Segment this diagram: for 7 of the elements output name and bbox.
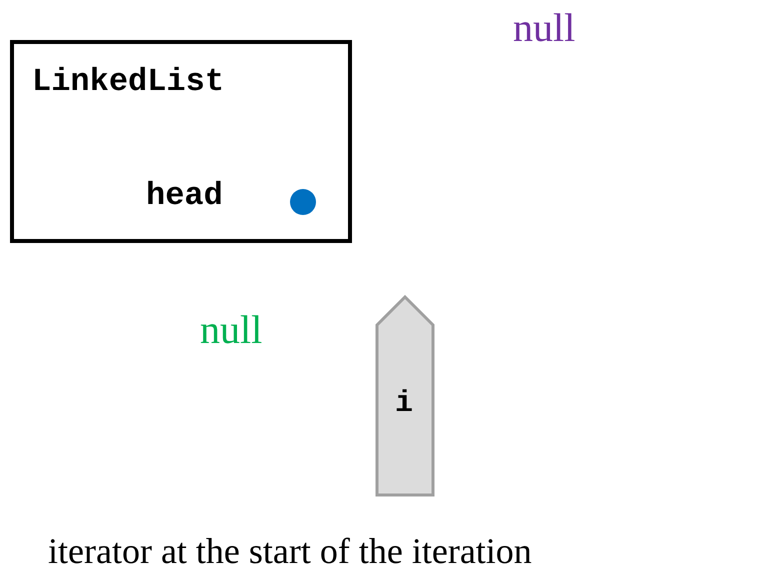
caption: iterator at the start of the iteration bbox=[48, 530, 532, 572]
null-label: null bbox=[200, 306, 262, 353]
null-label: null bbox=[513, 4, 576, 51]
iterator-name: i bbox=[395, 387, 414, 421]
field-name: head bbox=[146, 178, 223, 214]
class-name: LinkedList bbox=[32, 64, 224, 100]
class-box bbox=[10, 40, 352, 243]
